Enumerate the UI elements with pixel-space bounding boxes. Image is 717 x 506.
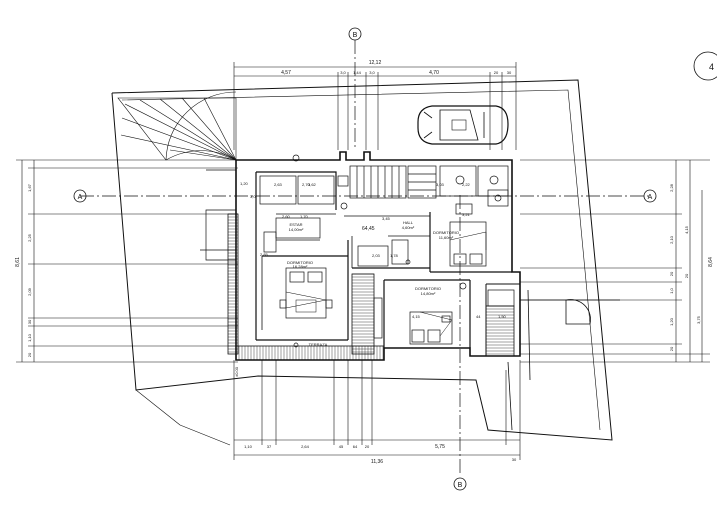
bottom-dim-seg-3: 2,64 — [301, 444, 310, 449]
hatched-decks — [227, 213, 515, 361]
bottom-dim-seg-7: 5,75 — [435, 444, 445, 450]
right-dim-seg-1: 2,28 — [669, 183, 674, 192]
bed-master — [279, 267, 333, 319]
grid-marker-top: B — [353, 32, 358, 39]
interior-dim-13: 44 — [476, 314, 481, 319]
left-dim-seg-1: 1,67 — [27, 183, 32, 192]
left-dim-seg-3: 2,09 — [27, 287, 32, 296]
bottom-dim-overall: 11,36 — [371, 459, 383, 465]
room-title-bedroom-3: DORMITORIO — [415, 286, 441, 291]
top-dim-seg-1: 4,57 — [281, 70, 291, 76]
left-dimension-lines — [16, 159, 238, 363]
right-dim-overall-b: 4,15 — [684, 225, 689, 234]
interior-dim-1: 2,63 — [274, 182, 283, 187]
right-dim-overall: 8,64 — [708, 257, 714, 267]
furniture-misc — [263, 217, 515, 348]
right-dim-minor-2: 20 — [669, 346, 674, 351]
interior-dim-12: 1,50 — [498, 314, 507, 319]
grid-marker-bottom: B — [458, 482, 463, 489]
right-dim-seg-5: 1,0 — [669, 287, 674, 293]
bottom-dim-tail: 30 — [512, 457, 517, 462]
terrace-curve — [507, 289, 620, 431]
spiral-stair — [117, 91, 237, 161]
bottom-dim-seg-6: 20 — [365, 444, 370, 449]
interior-dim-11: 4,15 — [412, 314, 421, 319]
right-dimension-lines — [520, 159, 710, 363]
room-sub-bedroom-3: 14,80m² — [421, 291, 436, 296]
bottom-dim-seg-1: 1,10 — [244, 444, 253, 449]
top-dim-overall: 12,12 — [369, 60, 382, 66]
interior-dim-16: 2,70 — [302, 182, 311, 187]
bottom-dimension-lines — [233, 360, 521, 460]
left-dim-seg-4: 30 — [27, 319, 32, 324]
left-annex — [200, 169, 237, 261]
grid-axes — [80, 40, 650, 476]
left-dim-seg-6: 20 — [27, 352, 32, 357]
bottom-dim-seg-2: 37 — [267, 444, 272, 449]
grid-marker-right: A — [648, 194, 653, 201]
room-title-bedroom-2: DORMITORIO — [433, 230, 459, 235]
bed-3 — [409, 311, 453, 345]
room-sub-bedroom-2: 11,60m² — [439, 235, 454, 240]
room-sub-master: 16,28m² — [293, 264, 308, 269]
interior-dim-10: 1,78 — [390, 253, 399, 258]
room-title-terrace: TERRAZA — [309, 342, 328, 347]
interior-dim-9: 2,03 — [372, 253, 381, 258]
left-dim-extra-1: 1,20 — [240, 181, 249, 186]
bed-2 — [449, 221, 487, 267]
room-sub-living: 14,00m² — [289, 227, 304, 232]
room-sub-hall: 4,60m² — [402, 225, 415, 230]
site-outline — [111, 79, 613, 446]
interior-dim-15: 1,70 — [300, 214, 309, 219]
interior-dim-8: 2,85 — [260, 252, 269, 257]
top-dim-seg-3: 1,44 — [353, 70, 362, 75]
service-zone — [259, 154, 509, 215]
level-marker: ±0.00 — [234, 366, 239, 377]
bottom-dim-seg-5: 64 — [353, 444, 358, 449]
left-dim-overall: 8,61 — [15, 257, 21, 267]
interior-dim-5: 3,21 — [462, 212, 471, 217]
top-dim-seg-2: 3,0 — [340, 70, 346, 75]
interior-dim-4: 2,22 — [462, 182, 471, 187]
car-icon — [417, 105, 509, 145]
top-dimension-lines — [233, 62, 517, 150]
interior-dim-6: 3,03 — [436, 182, 445, 187]
room-title-hall: HALL — [403, 220, 414, 225]
bottom-dim-seg-4: 45 — [339, 444, 344, 449]
left-dim-seg-2: 2,25 — [27, 233, 32, 242]
top-dim-seg-5: 4,70 — [429, 70, 439, 76]
right-dim-minor-3: 20 — [684, 273, 689, 278]
top-dim-seg-4: 3,0 — [369, 70, 375, 75]
top-dim-seg-6: 20 — [494, 70, 499, 75]
right-dim-seg-3: 1,20 — [669, 317, 674, 326]
grid-bubbles — [73, 27, 717, 491]
room-title-master: DORMITORIO — [287, 260, 313, 265]
left-dim-seg-5: 1,10 — [27, 333, 32, 342]
grid-marker-left: A — [78, 194, 83, 201]
grid-marker-corner: 4 — [709, 62, 714, 72]
left-dim-extra-2: 3,0 — [250, 194, 256, 199]
room-title-living: ESTAR — [289, 222, 302, 227]
interior-dim-7: 3,62 — [308, 182, 317, 187]
interior-dim-3: 3,45 — [382, 216, 391, 221]
interior-dim-14: 64,45 — [362, 226, 375, 232]
right-dim-seg-2: 2,10 — [669, 235, 674, 244]
interior-dim-2: 2,60 — [282, 214, 291, 219]
right-dim-minor-1: 20 — [669, 271, 674, 276]
top-dim-seg-7: 30 — [507, 70, 512, 75]
right-dim-seg-4: 3,75 — [696, 315, 701, 324]
